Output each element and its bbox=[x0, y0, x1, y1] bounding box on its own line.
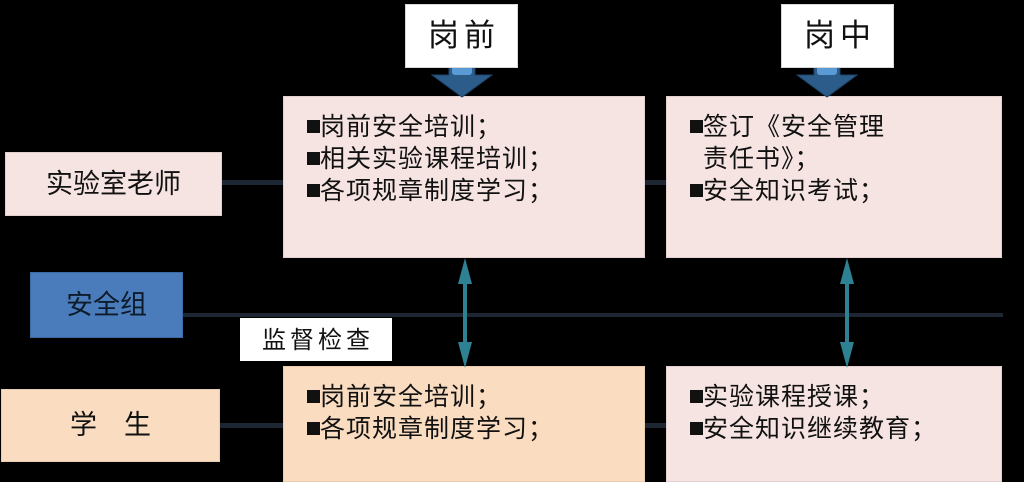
task-item: 签订《安全管理 责任书》； bbox=[667, 111, 1001, 175]
phase-label-pre-post: 岗前 bbox=[405, 4, 518, 68]
task-item: 安全知识考试； bbox=[667, 175, 1001, 207]
task-item-text: 岗前安全培训； bbox=[320, 112, 503, 141]
actor-safety-group[interactable]: 安全组 bbox=[30, 272, 183, 338]
task-item-text: 各项规章制度学习； bbox=[320, 414, 555, 443]
phase-label-in-post: 岗中 bbox=[781, 4, 894, 68]
task-item: 各项规章制度学习； bbox=[284, 413, 644, 445]
connector-student-task-bridge bbox=[645, 423, 667, 428]
actor-safety-group-label: 安全组 bbox=[66, 289, 147, 321]
task-item-text: 实验课程授课； bbox=[703, 382, 886, 411]
task-item-text: 岗前安全培训； bbox=[320, 382, 503, 411]
connector-safety-group-bus bbox=[183, 313, 1003, 317]
bullet-square-icon bbox=[307, 152, 320, 165]
connector-student-to-tasks bbox=[220, 423, 284, 428]
actor-student-label: 学 生 bbox=[70, 410, 151, 441]
double-arrow-teacher-student-right bbox=[840, 258, 854, 368]
connector-teacher-to-tasks bbox=[222, 180, 284, 185]
bullet-square-icon bbox=[690, 422, 703, 435]
phase-label-pre-post-text: 岗前 bbox=[428, 17, 500, 54]
bullet-square-icon bbox=[307, 422, 320, 435]
task-box-student-pre-post[interactable]: 岗前安全培训； 各项规章制度学习； bbox=[283, 366, 645, 482]
task-item: 相关实验课程培训； bbox=[284, 143, 644, 175]
task-item-text: 安全知识考试； bbox=[703, 176, 886, 205]
actor-lab-teacher[interactable]: 实验室老师 bbox=[5, 152, 222, 216]
bullet-square-icon bbox=[690, 184, 703, 197]
task-item-text: 安全知识继续教育； bbox=[703, 414, 938, 443]
task-item-text: 相关实验课程培训； bbox=[320, 144, 555, 173]
bullet-square-icon bbox=[690, 390, 703, 403]
task-item: 岗前安全培训； bbox=[284, 381, 644, 413]
edge-label-supervision: 监督检查 bbox=[240, 318, 392, 361]
bullet-square-icon bbox=[690, 120, 703, 133]
connector-teacher-task-bridge bbox=[645, 180, 667, 185]
task-item: 实验课程授课； bbox=[667, 381, 1001, 413]
edge-label-supervision-text: 监督检查 bbox=[262, 325, 374, 354]
task-item: 安全知识继续教育； bbox=[667, 413, 1001, 445]
task-box-teacher-pre-post[interactable]: 岗前安全培训； 相关实验课程培训； 各项规章制度学习； bbox=[283, 96, 645, 258]
actor-lab-teacher-label: 实验室老师 bbox=[46, 168, 181, 200]
task-item: 岗前安全培训； bbox=[284, 111, 644, 143]
task-item-text: 各项规章制度学习； bbox=[320, 176, 555, 205]
task-item-text: 签订《安全管理 责任书》； bbox=[703, 112, 886, 173]
task-box-teacher-in-post[interactable]: 签订《安全管理 责任书》； 安全知识考试； bbox=[666, 96, 1002, 258]
double-arrow-teacher-student-left bbox=[458, 258, 472, 368]
task-item: 各项规章制度学习； bbox=[284, 175, 644, 207]
actor-student[interactable]: 学 生 bbox=[1, 389, 220, 462]
bullet-square-icon bbox=[307, 390, 320, 403]
bullet-square-icon bbox=[307, 120, 320, 133]
task-box-student-in-post[interactable]: 实验课程授课； 安全知识继续教育； bbox=[666, 366, 1002, 482]
bullet-square-icon bbox=[307, 184, 320, 197]
phase-label-in-post-text: 岗中 bbox=[804, 17, 876, 54]
